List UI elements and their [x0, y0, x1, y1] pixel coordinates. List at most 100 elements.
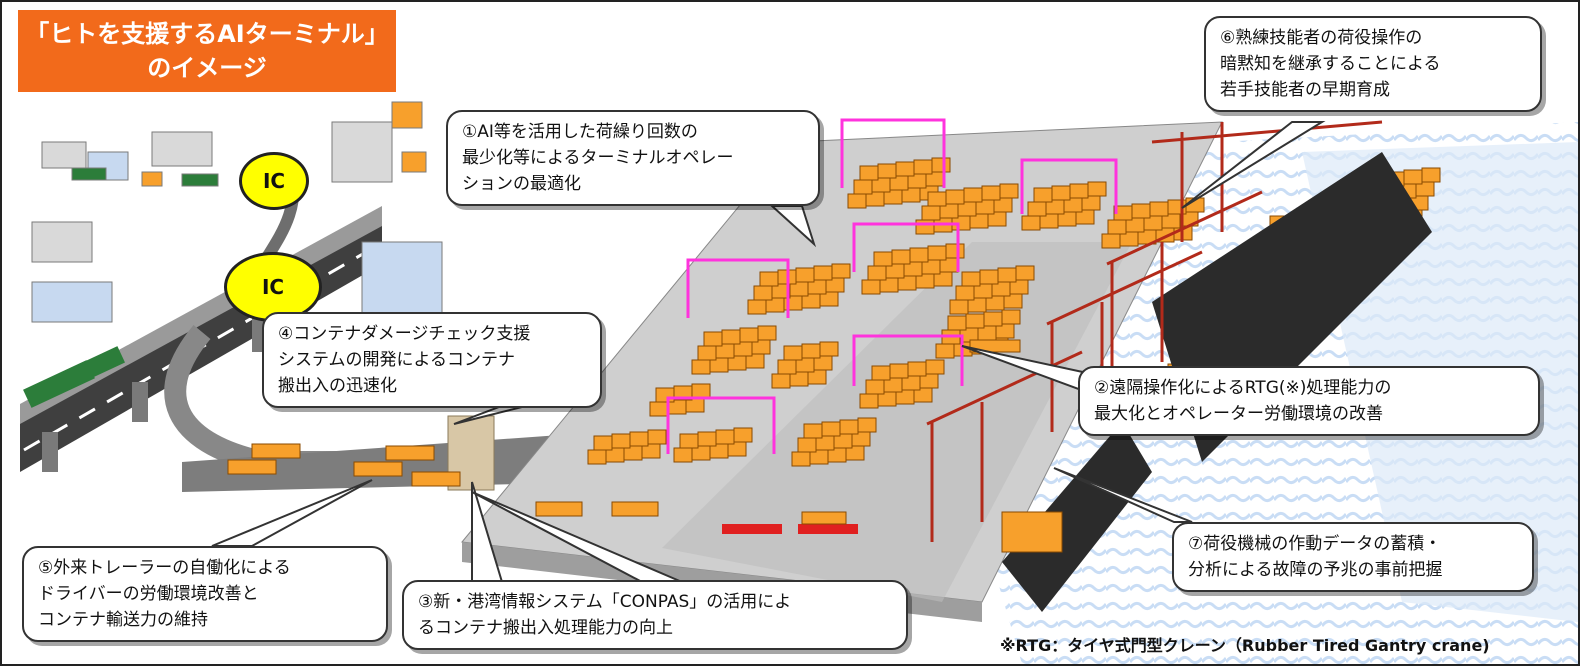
- callout-line: ⑥熟練技能者の荷役操作の: [1220, 28, 1423, 48]
- container-block: [1403, 169, 1423, 185]
- container-block: [819, 341, 839, 357]
- container-block: [587, 449, 607, 465]
- container-stacks: [587, 157, 1441, 467]
- container-block: [949, 299, 969, 315]
- container-block: [721, 329, 741, 345]
- container-block: [649, 401, 669, 417]
- callout-line: 分析による故障の予兆の事前把握: [1188, 560, 1443, 580]
- title-line-1: 「ヒトを支援するAIターミナル」: [25, 20, 389, 48]
- container-block: [1015, 265, 1035, 281]
- container-block: [715, 429, 735, 445]
- callout-line: るコンテナ搬出入処理能力の向上: [418, 618, 673, 638]
- container-block: [777, 359, 797, 375]
- callout-line: 暗黙知を継承することによる: [1220, 54, 1441, 74]
- title-line-2: のイメージ: [147, 54, 267, 82]
- container-block: [1069, 183, 1089, 199]
- container-block: [801, 343, 821, 359]
- container-block: [927, 191, 947, 207]
- container-block: [997, 267, 1017, 283]
- container-block: [999, 183, 1019, 199]
- callout-line: ⑤外来トレーラーの自働化による: [38, 558, 291, 578]
- container-block: [921, 205, 941, 221]
- interchange-marker: IC: [224, 252, 322, 322]
- trucks: [227, 339, 1021, 534]
- container-block: [753, 285, 773, 301]
- container-block: [927, 245, 947, 261]
- container-block: [795, 267, 815, 283]
- callout-line: ①AI等を活用した荷繰り回数の: [462, 122, 698, 142]
- container-block: [907, 361, 927, 377]
- container-block: [813, 265, 833, 281]
- callout-2: ②遠隔操作化によるRTG(※)処理能力の 最大化とオペレーター労働環境の改善: [1078, 366, 1540, 436]
- container-block: [867, 265, 887, 281]
- container-block: [895, 161, 915, 177]
- container-block: [935, 343, 955, 359]
- container-block: [859, 393, 879, 409]
- container-block: [847, 193, 867, 209]
- container-block: [697, 431, 717, 447]
- callout-line: ションの最適化: [462, 174, 581, 194]
- container-block: [865, 379, 885, 395]
- callout-line: 最大化とオペレーター労働環境の改善: [1094, 404, 1383, 424]
- container-block: [839, 419, 859, 435]
- container-block: [739, 327, 759, 343]
- container-block: [961, 271, 981, 287]
- callout-7: ⑦荷役機械の作動データの蓄積・ 分析による故障の予兆の事前把握: [1172, 522, 1534, 592]
- container-block: [979, 269, 999, 285]
- container-block: [803, 423, 823, 439]
- callout-line: 搬出入の迅速化: [278, 376, 397, 396]
- container-block: [1021, 215, 1041, 231]
- container-block: [1087, 181, 1107, 197]
- callout-line: ドライバーの労働環境改善と: [38, 584, 259, 604]
- container-block: [1131, 203, 1151, 219]
- callout-line: ③新・港湾情報システム「CONPAS」の活用によ: [418, 592, 792, 612]
- callout-3: ③新・港湾情報システム「CONPAS」の活用によ るコンテナ搬出入処理能力の向上: [402, 580, 908, 650]
- container-block: [871, 365, 891, 381]
- container-block: [733, 427, 753, 443]
- container-block: [1107, 219, 1127, 235]
- container-block: [873, 251, 893, 267]
- container-block: [981, 185, 1001, 201]
- container-block: [853, 179, 873, 195]
- container-block: [655, 387, 675, 403]
- container-block: [931, 157, 951, 173]
- callout-line: 最少化等によるターミナルオペレー: [462, 148, 734, 168]
- container-block: [955, 285, 975, 301]
- container-block: [1421, 167, 1441, 183]
- callout-line: ②遠隔操作化によるRTG(※)処理能力の: [1094, 378, 1392, 398]
- container-block: [965, 313, 985, 329]
- container-block: [1051, 185, 1071, 201]
- container-block: [1027, 201, 1047, 217]
- container-block: [771, 373, 791, 389]
- rtg-cranes: [666, 118, 1118, 454]
- container-block: [945, 189, 965, 205]
- container-block: [691, 359, 711, 375]
- callout-1: ①AI等を活用した荷繰り回数の 最少化等によるターミナルオペレー ションの最適化: [446, 110, 820, 206]
- container-block: [1149, 201, 1169, 217]
- container-block: [1033, 187, 1053, 203]
- container-block: [831, 263, 851, 279]
- callout-line: 若手技能者の早期育成: [1220, 80, 1390, 100]
- container-block: [647, 429, 667, 445]
- container-block: [697, 345, 717, 361]
- container-block: [703, 331, 723, 347]
- container-block: [1001, 309, 1021, 325]
- interchange-marker: IC: [239, 152, 309, 210]
- container-block: [877, 163, 897, 179]
- callout-6: ⑥熟練技能者の荷役操作の 暗黙知を継承することによる 若手技能者の早期育成: [1204, 16, 1542, 112]
- callout-line: ⑦荷役機械の作動データの蓄積・: [1188, 534, 1442, 554]
- container-block: [673, 447, 693, 463]
- container-block: [757, 325, 777, 341]
- callout-line: コンテナ輸送力の維持: [38, 610, 208, 630]
- callout-line: ④コンテナダメージチェック支援: [278, 324, 531, 344]
- callout-line: システムの開発によるコンテナ: [278, 350, 515, 370]
- container-block: [963, 187, 983, 203]
- container-block: [783, 345, 803, 361]
- callout-4: ④コンテナダメージチェック支援 システムの開発によるコンテナ 搬出入の迅速化: [262, 312, 602, 408]
- container-block: [791, 451, 811, 467]
- container-block: [593, 435, 613, 451]
- container-block: [797, 437, 817, 453]
- container-block: [909, 247, 929, 263]
- container-block: [821, 421, 841, 437]
